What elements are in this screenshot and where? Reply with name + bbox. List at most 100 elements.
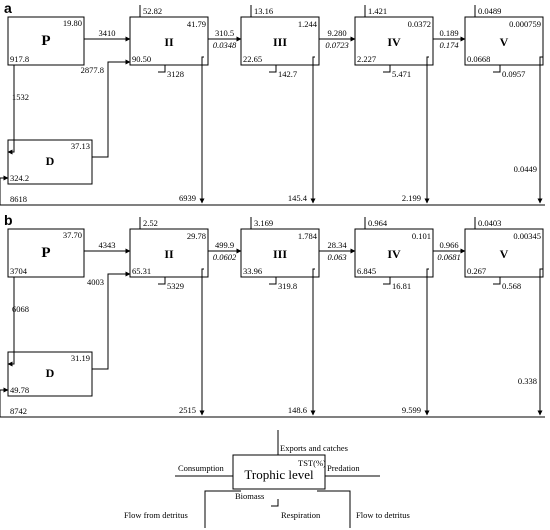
producer-biomass: 917.8 (10, 54, 29, 64)
biomass-value-II: 90.50 (132, 54, 151, 64)
legend-consumption-label: Consumption (178, 463, 225, 473)
biomass-value-IV: 2.227 (357, 54, 376, 64)
respiration-icon-II (158, 277, 166, 285)
to-detritus-value-III: 145.4 (288, 193, 308, 203)
respiration-icon-IV (383, 65, 391, 73)
tst-value-IV: 0.101 (412, 231, 431, 241)
respiration-value-V: 0.568 (502, 281, 521, 291)
transfer-flow-1: 28.34 (327, 240, 347, 250)
respiration-icon-IV (383, 277, 391, 285)
legend-flow-from-detritus-label: Flow from detritus (124, 510, 188, 520)
export-value-IV: 0.964 (368, 218, 388, 228)
biomass-value-III: 22.65 (243, 54, 262, 64)
trophic-box-II (129, 228, 209, 278)
transfer-flow-1: 9.280 (327, 28, 346, 38)
respiration-icon-V (493, 65, 501, 73)
trophic-name-III: III (273, 247, 287, 261)
biomass-value-V: 0.0668 (467, 54, 490, 64)
respiration-icon-V (493, 277, 501, 285)
detritus-box (7, 351, 93, 397)
detritus-name: D (46, 366, 55, 380)
detritus-to-II-value: 4003 (87, 277, 104, 287)
to-detritus-value-V: 0.0449 (514, 164, 537, 174)
detritus-total-value: 8618 (10, 194, 27, 204)
biomass-value-III: 33.96 (243, 266, 262, 276)
legend-respiration-label: Respiration (281, 510, 321, 520)
trophic-box-III (240, 228, 320, 278)
respiration-value-II: 5329 (167, 281, 184, 291)
respiration-value-IV: 5.471 (392, 69, 411, 79)
producer-to-II-value: 3410 (99, 28, 116, 38)
to-detritus-arrow-III (310, 56, 316, 204)
respiration-value-III: 142.7 (278, 69, 297, 79)
respiration-value-III: 319.8 (278, 281, 297, 291)
respiration-icon-III (269, 65, 277, 73)
export-value-II: 2.52 (143, 218, 158, 228)
legend-to-detritus-line (317, 490, 351, 528)
transfer-flow-2: 0.189 (439, 28, 458, 38)
tst-value-II: 41.79 (187, 19, 206, 29)
transfer-flow-0: 310.5 (215, 28, 234, 38)
tst-value-V: 0.00345 (513, 231, 541, 241)
transfer-flow-0: 499.9 (215, 240, 234, 250)
legend-biomass-label: Biomass (235, 491, 264, 501)
legend-tst-label: TST(%) (298, 458, 326, 468)
tst-value-III: 1.784 (298, 231, 318, 241)
panel-label-b: b (4, 212, 13, 228)
detritus-to-II-arrow (92, 271, 131, 370)
export-value-IV: 1.421 (368, 6, 387, 16)
panel-label-a: a (4, 0, 12, 16)
producer-name: P (41, 245, 50, 261)
to-detritus-arrow-V (537, 268, 543, 416)
detritus-tst: 37.13 (71, 141, 90, 151)
detritus-biomass: 324.2 (10, 173, 29, 183)
producer-name: P (41, 33, 50, 49)
legend-respiration-icon (271, 499, 279, 507)
detritus-name: D (46, 154, 55, 168)
export-value-III: 3.169 (254, 218, 273, 228)
legend-box (232, 454, 326, 490)
detritus-total-value: 8742 (10, 406, 27, 416)
trophic-box-V (464, 228, 544, 278)
legend-from-detritus-line (204, 490, 241, 528)
to-detritus-value-II: 2515 (179, 405, 196, 415)
detritus-tst: 31.19 (71, 353, 90, 363)
detritus-loop-arrow (0, 387, 14, 418)
to-detritus-arrow-IV (424, 268, 430, 416)
producer-tst: 37.70 (63, 230, 82, 240)
trophic-name-V: V (500, 35, 509, 49)
detritus-to-II-value: 2877.8 (81, 65, 104, 75)
trophic-name-V: V (500, 247, 509, 261)
producer-to-detritus-value: 6068 (12, 304, 29, 314)
producer-box (7, 16, 85, 66)
respiration-value-V: 0.0957 (502, 69, 525, 79)
trophic-box-II (129, 16, 209, 66)
trophic-box-III (240, 16, 320, 66)
biomass-value-V: 0.267 (467, 266, 486, 276)
transfer-efficiency-1: 0.0723 (325, 40, 348, 50)
to-detritus-value-IV: 9.599 (402, 405, 421, 415)
legend-title: Trophic level (244, 467, 314, 482)
biomass-value-II: 65.31 (132, 266, 151, 276)
producer-box (7, 228, 85, 278)
trophic-box-IV (354, 16, 434, 66)
transfer-efficiency-0: 0.0602 (213, 252, 237, 262)
trophic-name-IV: IV (387, 35, 401, 49)
legend-exports-label: Exports and catches (280, 443, 348, 453)
to-detritus-arrow-IV (424, 56, 430, 204)
to-detritus-value-II: 6939 (179, 193, 196, 203)
producer-to-detritus-value: 1532 (12, 92, 29, 102)
trophic-name-III: III (273, 35, 287, 49)
export-value-III: 13.16 (254, 6, 273, 16)
trophic-box-IV (354, 228, 434, 278)
detritus-biomass: 49.78 (10, 385, 29, 395)
tst-value-II: 29.78 (187, 231, 206, 241)
respiration-value-II: 3128 (167, 69, 184, 79)
export-value-V: 0.0403 (478, 218, 501, 228)
trophic-name-IV: IV (387, 247, 401, 261)
producer-tst: 19.80 (63, 18, 82, 28)
transfer-flow-2: 0.966 (439, 240, 458, 250)
transfer-efficiency-2: 0.174 (439, 40, 459, 50)
